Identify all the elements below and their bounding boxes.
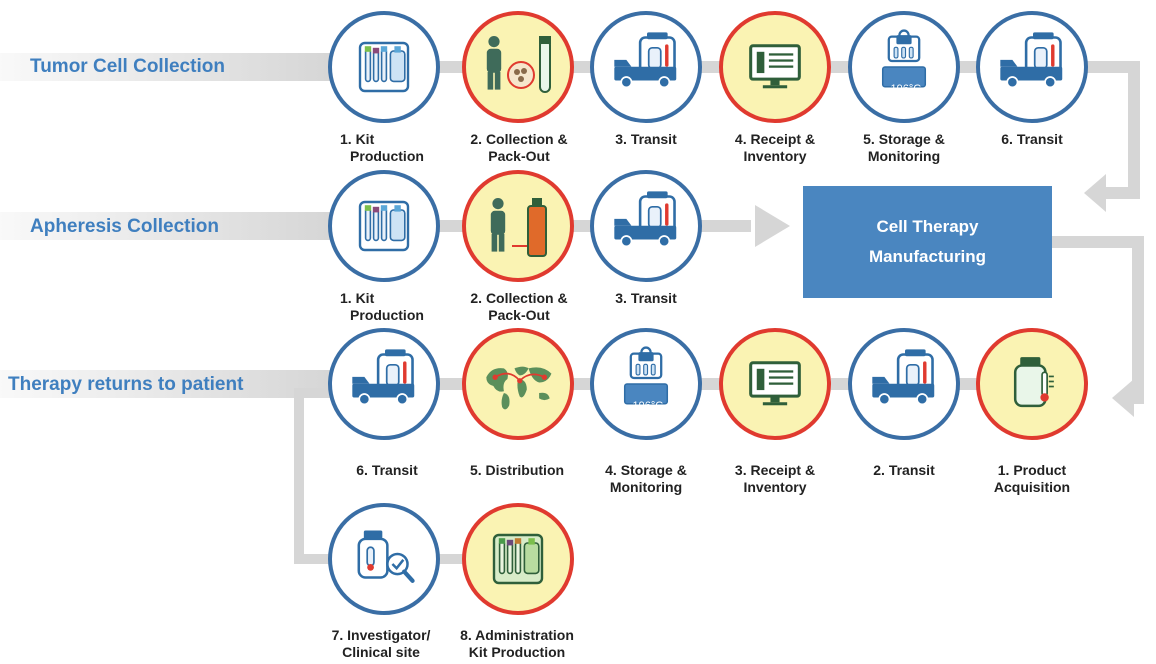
storage-icon — [881, 29, 927, 88]
manufacturing-line1: Cell Therapy — [876, 217, 979, 236]
apheresis-row-label: Apheresis Collection — [30, 216, 219, 237]
return-step-label-2: 2. Transit — [873, 462, 935, 478]
apheresis-row-bar — [0, 212, 330, 240]
return-step-label-4: 4. Storage &Monitoring — [605, 462, 687, 495]
storage-temp-text: -196°C — [629, 400, 663, 412]
tumor-step-label-3: 3. Transit — [615, 131, 677, 147]
return-step-label-3: 3. Receipt &Inventory — [734, 462, 816, 495]
return-step-3-circle — [719, 328, 831, 440]
cell-therapy-manufacturing-box: Cell Therapy Manufacturing — [803, 186, 1052, 298]
return-step-label-6: 6. Transit — [356, 462, 418, 478]
tumor-step-4-circle — [719, 11, 831, 123]
return-step-label-5: 5. Distribution — [469, 462, 565, 478]
tumor-step-6-circle — [976, 11, 1088, 123]
final-step-8-circle — [462, 503, 574, 615]
blood-bag-icon — [527, 205, 547, 257]
administration-kit-icon — [492, 533, 544, 585]
connectors — [294, 61, 1144, 564]
manufacturing-line2: Manufacturing — [868, 247, 987, 266]
return-step-1-circle — [976, 328, 1088, 440]
return-step-4-circle: -196°C — [590, 328, 702, 440]
tumor-step-label-2: 2. Collection &Pack-Out — [470, 131, 568, 164]
final-step-label-7: 7. Investigator/Clinical site — [331, 627, 431, 660]
tumor-step-1-circle — [328, 11, 440, 123]
storage-icon — [623, 346, 669, 405]
return-step-2-circle — [848, 328, 960, 440]
tumor-step-3-circle — [590, 11, 702, 123]
apheresis-step-3-circle — [590, 170, 702, 282]
apheresis-step-label-2: 2. Collection &Pack-Out — [470, 290, 568, 323]
tumor-row-label: Tumor Cell Collection — [30, 56, 225, 77]
return-step-5-circle — [462, 328, 574, 440]
final-step-7-circle — [328, 503, 440, 615]
return-row-label: Therapy returns to patient — [8, 374, 244, 395]
tumor-step-2-circle — [462, 11, 574, 123]
cells-icon — [507, 61, 535, 89]
tumor-step-label-6: 6. Transit — [1001, 131, 1063, 147]
tube-icon — [539, 39, 551, 93]
kit-icon — [358, 200, 410, 252]
tumor-step-label-5: 5. Storage &Monitoring — [863, 131, 945, 164]
tumor-step-label-4: 4. Receipt &Inventory — [734, 131, 816, 164]
tumor-row-bar — [0, 53, 330, 81]
apheresis-step-1-circle — [328, 170, 440, 282]
return-row-bar — [0, 370, 330, 398]
apheresis-step-label-3: 3. Transit — [615, 290, 677, 306]
tumor-step-5-circle: -196°C — [848, 11, 960, 123]
return-step-6-circle — [328, 328, 440, 440]
apheresis-step-2-circle — [462, 170, 574, 282]
storage-temp-text: -196°C — [887, 83, 921, 95]
kit-icon — [358, 41, 410, 93]
